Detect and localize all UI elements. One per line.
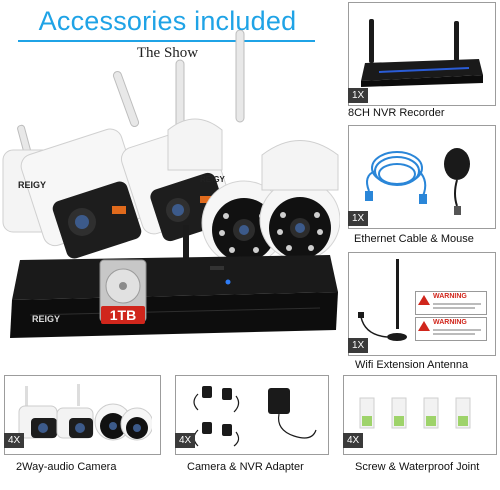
panel-screw-kit: 4X bbox=[343, 375, 497, 455]
quantity-badge: 1X bbox=[348, 338, 369, 353]
adapter-icon bbox=[193, 386, 317, 447]
brand-logo: REIGY bbox=[18, 180, 46, 190]
panel-caption: Wifi Extension Antenna bbox=[355, 359, 469, 371]
quantity-badge: 1X bbox=[348, 88, 369, 103]
camera-icon bbox=[18, 384, 152, 441]
panel-caption: Camera & NVR Adapter bbox=[187, 461, 304, 473]
page-title: Accessories included bbox=[38, 6, 297, 36]
nvr-icon bbox=[361, 19, 483, 87]
panel-cameras: 4X bbox=[4, 375, 161, 455]
quantity-badge: 4X bbox=[4, 433, 25, 448]
quantity-badge: 1X bbox=[348, 211, 369, 226]
title-underline bbox=[18, 40, 315, 42]
panel-nvr: 1X bbox=[348, 2, 496, 106]
panel-caption: Ethernet Cable & Mouse bbox=[354, 233, 474, 245]
panel-cable-mouse: 1X bbox=[348, 125, 496, 229]
panel-caption: Screw & Waterproof Joint bbox=[355, 461, 480, 473]
svg-text:REIGY: REIGY bbox=[200, 175, 226, 184]
warning-label: WARNING bbox=[415, 291, 487, 315]
main-product-photo: REIGY REIGY bbox=[0, 30, 340, 360]
quantity-badge: 4X bbox=[175, 433, 196, 448]
panel-caption: 8CH NVR Recorder bbox=[348, 107, 445, 119]
panel-antenna: WARNING WARNING 1X bbox=[348, 252, 496, 356]
warning-label: WARNING bbox=[415, 317, 487, 341]
cable-mouse-icon bbox=[365, 148, 470, 215]
svg-text:REIGY: REIGY bbox=[32, 314, 60, 324]
screw-kit-icon bbox=[359, 397, 471, 429]
panel-caption: 2Way-audio Camera bbox=[16, 461, 117, 473]
panel-adapters: 4X bbox=[175, 375, 329, 455]
hdd-capacity-label: 1TB bbox=[110, 307, 136, 323]
page-subtitle: The Show bbox=[136, 45, 199, 61]
antenna-icon bbox=[358, 259, 407, 341]
quantity-badge: 4X bbox=[343, 433, 364, 448]
